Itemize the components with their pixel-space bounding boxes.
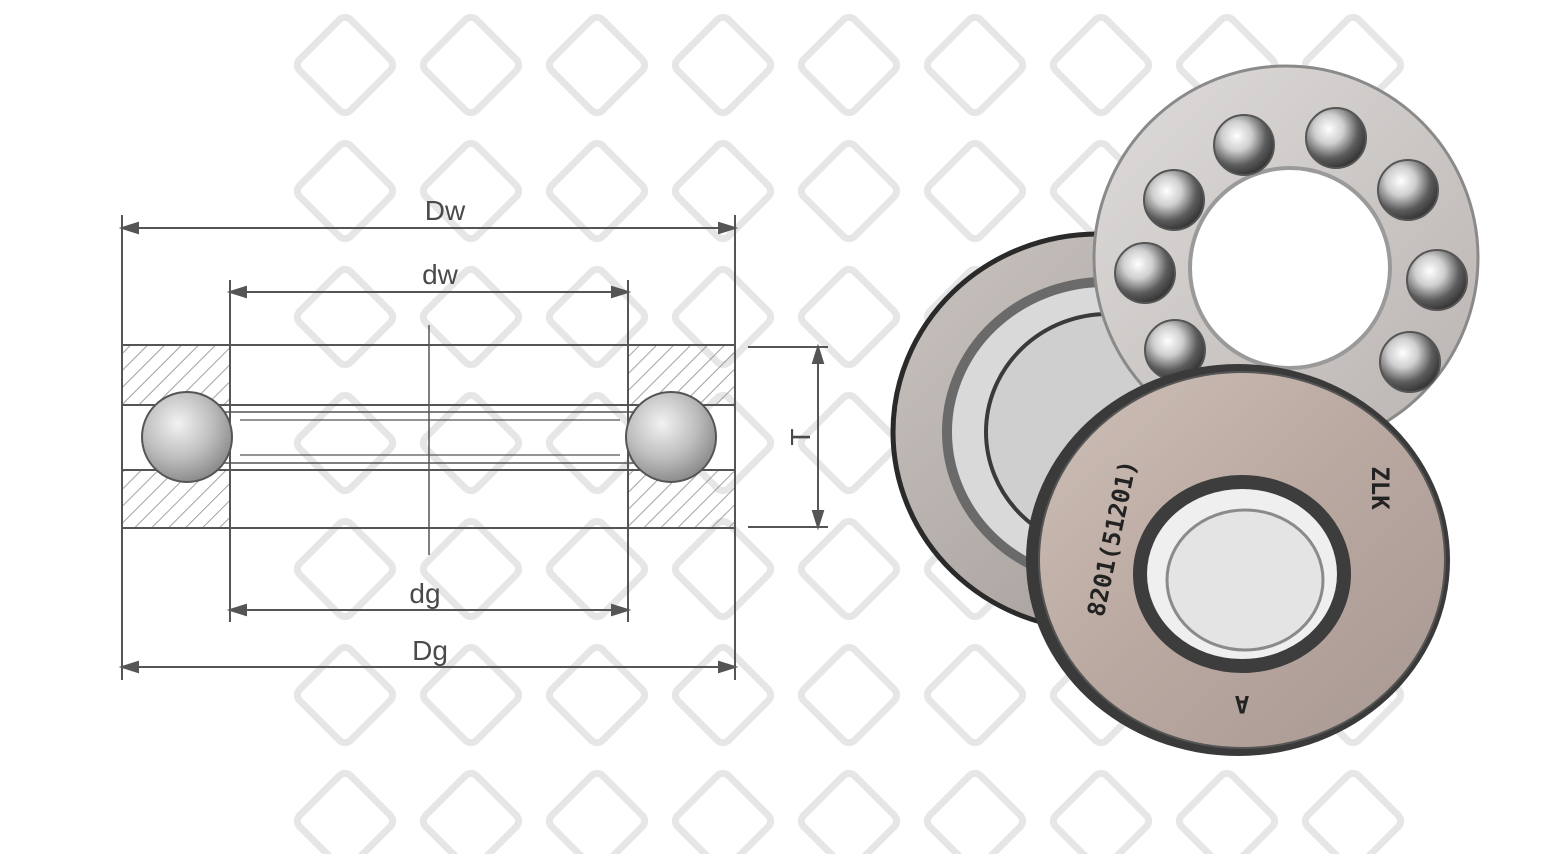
- watermark-logo: [545, 139, 649, 243]
- watermark-logo: [671, 517, 775, 621]
- watermark-logo: [419, 769, 523, 854]
- watermark-logo: [419, 139, 523, 243]
- watermark-logo: [293, 265, 397, 369]
- watermark-logo: [545, 517, 649, 621]
- watermark-logo: [293, 769, 397, 854]
- cage-ball: [1213, 114, 1275, 176]
- watermark-logo: [797, 139, 901, 243]
- cage-ball: [1406, 249, 1468, 311]
- watermark-logo: [671, 13, 775, 117]
- label-T: T: [785, 428, 816, 445]
- watermark-logo: [419, 391, 523, 495]
- watermark-logo: [293, 13, 397, 117]
- watermark-logo: [419, 517, 523, 621]
- cage-ball: [1305, 107, 1367, 169]
- watermark-logo: [293, 391, 397, 495]
- watermark-logo: [419, 643, 523, 747]
- arrow-T-top: [811, 343, 825, 364]
- technical-drawing: [118, 215, 828, 680]
- arrow-T-bottom: [811, 510, 825, 531]
- engraving-mark: A: [1234, 690, 1249, 718]
- arrow-dw-left: [226, 285, 247, 299]
- watermark-logo: [419, 13, 523, 117]
- watermark-logo: [797, 769, 901, 854]
- label-dw: dw: [422, 259, 459, 290]
- ball-cage: [1092, 64, 1480, 452]
- arrow-dg-right: [611, 603, 632, 617]
- watermark-logo: [923, 139, 1027, 243]
- watermark-logo: [923, 13, 1027, 117]
- watermark-logo: [545, 769, 649, 854]
- watermark-logo: [1049, 769, 1153, 854]
- watermark-logo: [1049, 13, 1153, 117]
- engraving-brand: ZLK: [1366, 466, 1394, 510]
- ball-left: [141, 391, 233, 483]
- watermark-logo: [671, 265, 775, 369]
- watermark-logo: [797, 517, 901, 621]
- watermark-logo: [671, 139, 775, 243]
- watermark-logo: [1175, 769, 1279, 854]
- ball-right: [625, 391, 717, 483]
- arrow-Dw-left: [118, 221, 139, 235]
- watermark-logo: [797, 13, 901, 117]
- upper-washer-left-section: [121, 344, 231, 406]
- label-Dg: Dg: [412, 635, 448, 666]
- watermark-logo: [797, 391, 901, 495]
- arrow-dw-right: [611, 285, 632, 299]
- watermark-logo: [293, 139, 397, 243]
- cage-ball: [1379, 331, 1441, 393]
- watermark-logo: [293, 517, 397, 621]
- watermark-logo: [293, 643, 397, 747]
- arrow-Dg-right: [718, 660, 739, 674]
- arrow-Dw-right: [718, 221, 739, 235]
- watermark-logo: [923, 643, 1027, 747]
- watermark-logo: [545, 391, 649, 495]
- watermark-logo: [545, 643, 649, 747]
- cage-ball: [1143, 169, 1205, 231]
- watermark-logo: [923, 769, 1027, 854]
- watermark-logo: [545, 13, 649, 117]
- watermark-logo: [797, 643, 901, 747]
- bearing-photo: [890, 64, 1480, 756]
- watermark-logo: [671, 643, 775, 747]
- arrow-dg-left: [226, 603, 247, 617]
- cage-ball: [1114, 242, 1176, 304]
- label-dg: dg: [409, 578, 440, 609]
- front-washer-bore-inner: [1165, 508, 1325, 652]
- watermark-logo: [1301, 769, 1405, 854]
- arrow-Dg-left: [118, 660, 139, 674]
- watermark-logo: [671, 769, 775, 854]
- watermark-logo: [797, 265, 901, 369]
- label-Dw: Dw: [425, 195, 466, 226]
- cage-ball: [1377, 159, 1439, 221]
